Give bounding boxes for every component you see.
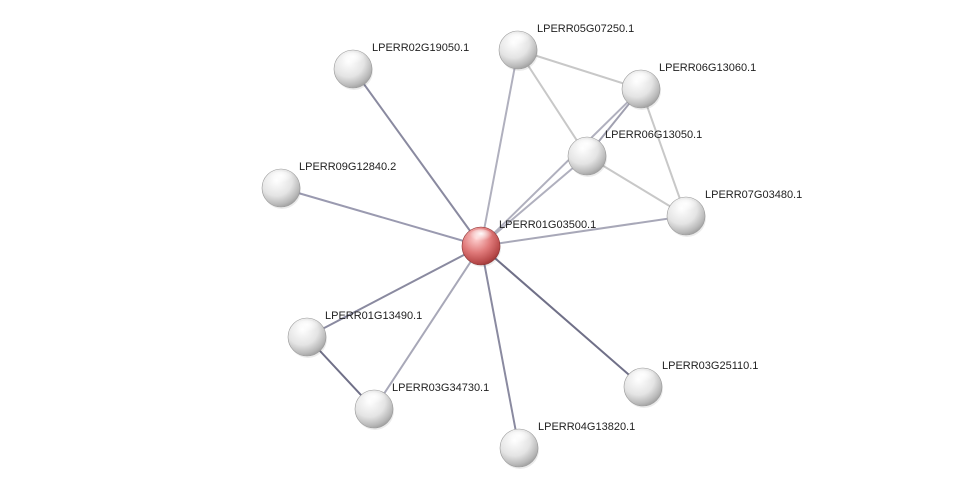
edge-center-n09g12840 xyxy=(280,187,482,247)
edge-n05g07250-n06g13050 xyxy=(517,49,588,157)
edge-center-n06g13060 xyxy=(480,88,642,247)
node-label-n05g07250: LPERR05G07250.1 xyxy=(537,23,634,35)
node-n03g25110[interactable] xyxy=(623,367,663,408)
edge-center-n07g03480 xyxy=(480,215,687,247)
node-label-n06g13060: LPERR06G13060.1 xyxy=(659,62,756,74)
node-highlight xyxy=(469,229,493,244)
node-highlight xyxy=(506,33,530,48)
node-highlight xyxy=(631,370,655,385)
node-highlight xyxy=(295,320,319,335)
labels-layer: LPERR01G03500.1 LPERR05G07250.1LPERR02G19… xyxy=(299,23,802,433)
node-n07g03480[interactable] xyxy=(666,196,706,237)
edge-center-n02g19050 xyxy=(352,68,482,247)
node-label-n09g12840: LPERR09G12840.2 xyxy=(299,161,396,173)
node-n05g07250[interactable] xyxy=(498,30,538,71)
edge-center-n04g13820 xyxy=(480,245,520,449)
node-label-n06g13050: LPERR06G13050.1 xyxy=(605,129,702,141)
node-label-n07g03480: LPERR07G03480.1 xyxy=(705,189,802,201)
edge-center-n03g34730 xyxy=(373,245,482,410)
node-n01g13490[interactable] xyxy=(287,317,327,358)
edge-n06g13060-n07g03480 xyxy=(640,88,687,217)
node-label-n01g13490: LPERR01G13490.1 xyxy=(325,310,422,322)
node-label-center: LPERR01G03500.1 xyxy=(499,219,596,231)
node-n03g34730[interactable] xyxy=(354,389,394,430)
node-n06g13060[interactable] xyxy=(621,69,661,110)
node-highlight xyxy=(575,139,599,154)
edge-n05g07250-n06g13060 xyxy=(517,49,642,90)
node-label-n02g19050: LPERR02G19050.1 xyxy=(372,42,469,54)
node-n06g13050[interactable] xyxy=(567,136,607,177)
node-highlight xyxy=(674,199,698,214)
edge-center-n01g13490 xyxy=(306,245,482,338)
node-highlight xyxy=(629,72,653,87)
node-label-n04g13820: LPERR04G13820.1 xyxy=(538,421,635,433)
edge-center-n05g07250 xyxy=(480,49,519,247)
node-highlight xyxy=(507,431,531,446)
node-center[interactable] xyxy=(461,226,501,267)
node-n04g13820[interactable] xyxy=(499,428,539,469)
node-highlight xyxy=(269,171,293,186)
edge-center-n06g13050 xyxy=(480,155,588,247)
node-n02g19050[interactable] xyxy=(333,49,373,90)
nodes-layer xyxy=(261,30,706,469)
node-label-n03g25110: LPERR03G25110.1 xyxy=(662,360,758,372)
edge-center-n03g25110 xyxy=(480,245,644,388)
node-label-n03g34730: LPERR03G34730.1 xyxy=(392,382,489,394)
node-n09g12840[interactable] xyxy=(261,168,301,209)
node-highlight xyxy=(362,392,386,407)
node-highlight xyxy=(341,52,365,67)
